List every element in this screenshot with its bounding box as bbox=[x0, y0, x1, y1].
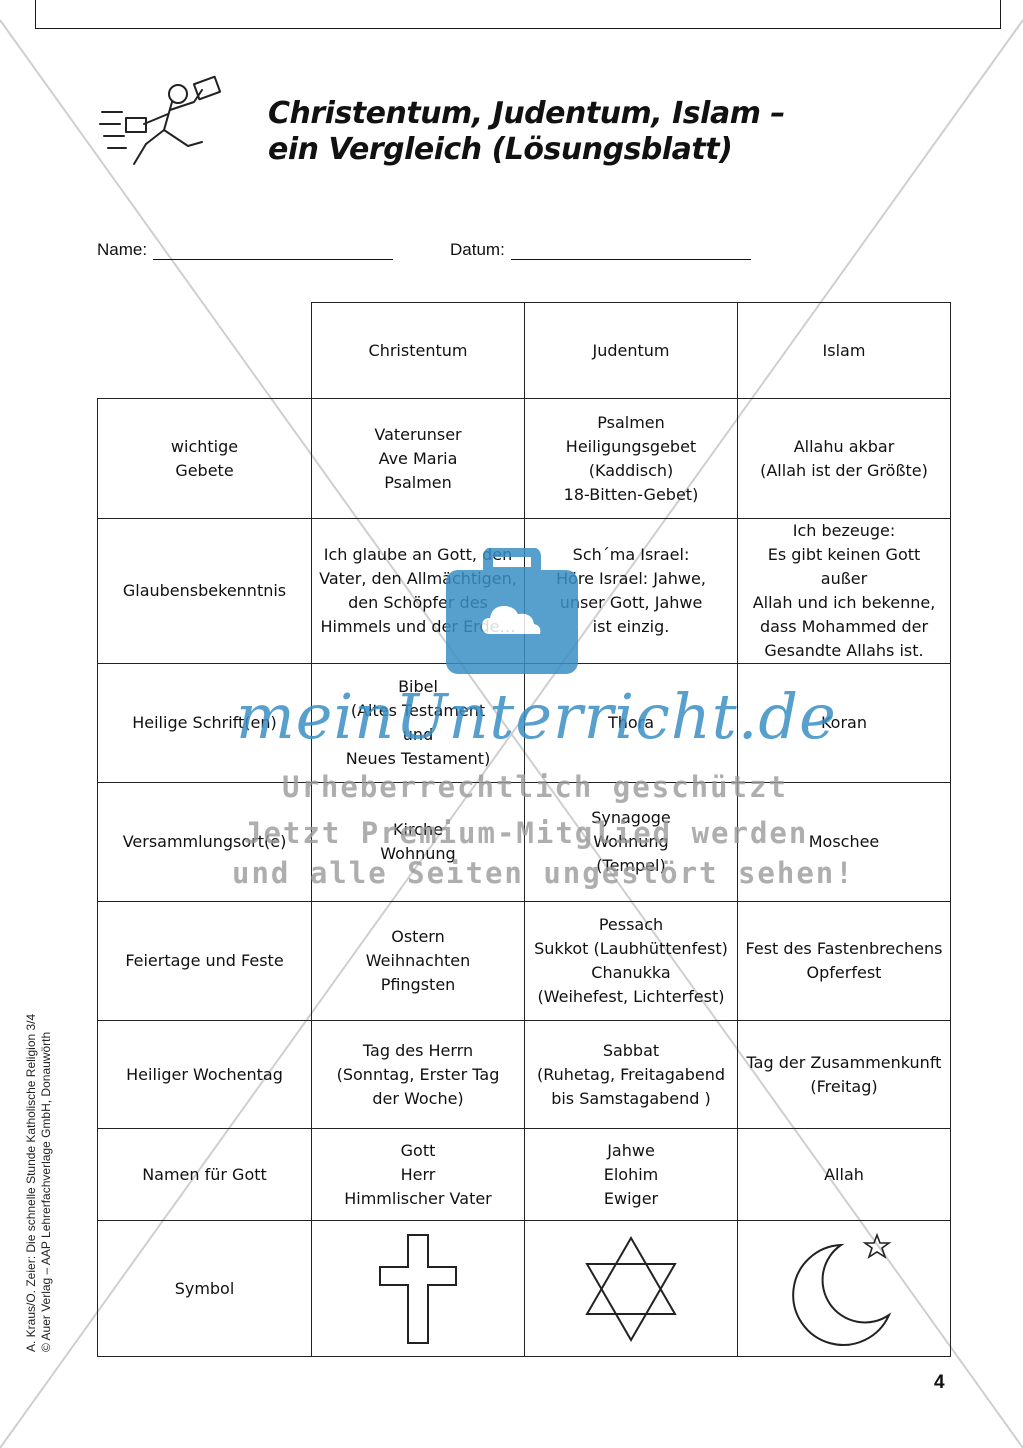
title-line-1: Christentum, Judentum, Islam – bbox=[268, 96, 785, 131]
row-label: Heilige Schrift(en) bbox=[97, 663, 312, 783]
title-line-2: ein Vergleich (Lösungsblatt) bbox=[268, 132, 733, 167]
table-cell: Tag der Zusammenkunft (Freitag) bbox=[737, 1020, 951, 1129]
watermark-brand: meinUnterricht.de bbox=[236, 680, 837, 753]
row-label: Versammlungsort(e) bbox=[97, 782, 312, 902]
table-cell bbox=[737, 1220, 951, 1357]
table-cell: Tag des Herrn (Sonntag, Erster Tag der W… bbox=[311, 1020, 525, 1129]
date-blank-line[interactable] bbox=[510, 243, 751, 260]
page-title: Christentum, Judentum, Islam – ein Vergl… bbox=[268, 96, 928, 168]
comparison-table: Christentum Judentum Islam wichtige Gebe… bbox=[97, 302, 951, 1357]
row-label: wichtige Gebete bbox=[97, 398, 312, 519]
table-cell bbox=[524, 1220, 738, 1357]
watermark-line-1: Urheberrechtlich geschützt bbox=[282, 770, 788, 804]
table-cell: Pessach Sukkot (Laubhüttenfest) Chanukka… bbox=[524, 901, 738, 1021]
row-label: Glaubensbekenntnis bbox=[97, 518, 312, 664]
table-cell: Gott Herr Himmlischer Vater bbox=[311, 1128, 525, 1221]
page-number: 4 bbox=[934, 1372, 945, 1393]
row-label: Symbol bbox=[97, 1220, 312, 1357]
row-label: Namen für Gott bbox=[97, 1128, 312, 1221]
table-cell: Sabbat (Ruhetag, Freitagabend bis Samsta… bbox=[524, 1020, 738, 1129]
cross-icon bbox=[379, 1233, 457, 1344]
page-border-left bbox=[35, 0, 36, 28]
table-cell: Moschee bbox=[737, 782, 951, 902]
table-cell: Ich bezeuge: Es gibt keinen Gott außer A… bbox=[737, 518, 951, 664]
name-blank-line[interactable] bbox=[153, 243, 394, 260]
running-man-illustration bbox=[99, 75, 222, 165]
table-cell: Vaterunser Ave Maria Psalmen bbox=[311, 398, 525, 519]
date-label: Datum: bbox=[450, 240, 505, 259]
side-text-line-1: A. Kraus/O. Zeier: Die schnelle Stunde K… bbox=[24, 1013, 38, 1352]
table-cell: Sch´ma Israel: Höre Israel: Jahwe, unser… bbox=[524, 518, 738, 664]
date-field[interactable]: Datum: bbox=[450, 240, 751, 260]
page-border-top bbox=[35, 28, 1001, 29]
header-empty-cell bbox=[97, 302, 312, 399]
table-row: Namen für Gott Gott Herr Himmlischer Vat… bbox=[97, 1128, 951, 1221]
crescent-and-star-icon bbox=[792, 1232, 892, 1346]
table-cell: Bibel (Altes Testament und Neues Testame… bbox=[311, 663, 525, 783]
table-cell: Jahwe Elohim Ewiger bbox=[524, 1128, 738, 1221]
briefcase-cloud-logo bbox=[446, 548, 578, 674]
copyright-side-text: A. Kraus/O. Zeier: Die schnelle Stunde K… bbox=[24, 1014, 54, 1352]
name-label: Name: bbox=[97, 240, 148, 259]
column-header: Islam bbox=[737, 302, 951, 399]
symbol-row: Symbol bbox=[97, 1220, 951, 1357]
row-label: Heiliger Wochentag bbox=[97, 1020, 312, 1129]
table-cell: Allahu akbar (Allah ist der Größte) bbox=[737, 398, 951, 519]
column-header: Judentum bbox=[524, 302, 738, 399]
table-row: Heilige Schrift(en) Bibel (Altes Testame… bbox=[97, 663, 951, 783]
table-row: wichtige Gebete Vaterunser Ave Maria Psa… bbox=[97, 398, 951, 519]
table-row: Heiliger Wochentag Tag des Herrn (Sonnta… bbox=[97, 1020, 951, 1129]
watermark-line-3: und alle Seiten ungestört sehen! bbox=[232, 856, 855, 890]
watermark-line-2: Jetzt Premium-Mitglied werden bbox=[244, 816, 809, 850]
table-cell: Psalmen Heiligungsgebet (Kaddisch) 18-Bi… bbox=[524, 398, 738, 519]
side-text-line-2: © Auer Verlag – AAP Lehrerfachverlage Gm… bbox=[39, 1031, 53, 1352]
star-of-david-icon bbox=[585, 1235, 677, 1342]
table-row: Feiertage und Feste Ostern Weihnachten P… bbox=[97, 901, 951, 1021]
row-label: Feiertage und Feste bbox=[97, 901, 312, 1021]
table-header-row: Christentum Judentum Islam bbox=[97, 302, 951, 399]
table-cell bbox=[311, 1220, 525, 1357]
table-cell: Ostern Weihnachten Pfingsten bbox=[311, 901, 525, 1021]
page-border-right bbox=[1000, 0, 1001, 28]
table-cell: Fest des Fastenbrechens Opferfest bbox=[737, 901, 951, 1021]
name-field[interactable]: Name: bbox=[97, 240, 394, 260]
column-header: Christentum bbox=[311, 302, 525, 399]
table-cell: Thora bbox=[524, 663, 738, 783]
table-cell: Allah bbox=[737, 1128, 951, 1221]
